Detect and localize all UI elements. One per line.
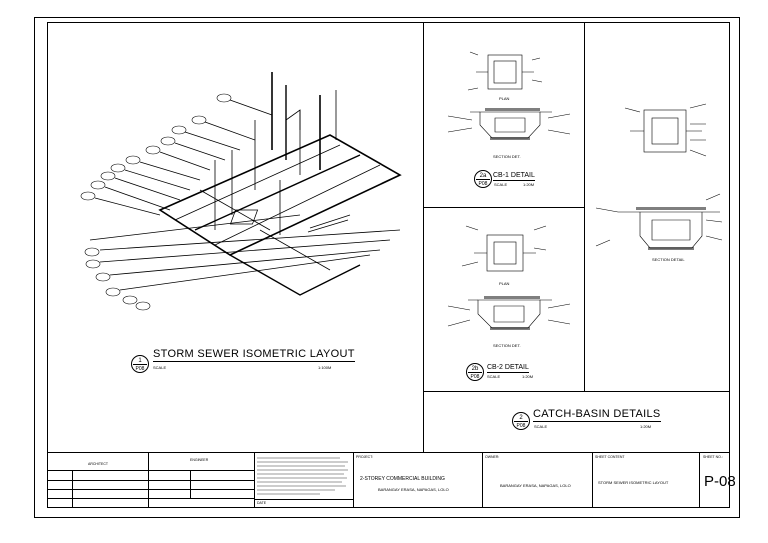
tb-divider-5 [592, 452, 593, 508]
tb-date-row [254, 499, 353, 500]
catch-scale-label: SCALE [534, 424, 548, 429]
drawing-2a-bubble: 2a P08 [474, 170, 492, 188]
date-label: DATE [257, 501, 267, 505]
isometric-scale-value: 1:100M [318, 365, 332, 370]
tb-divider-2 [254, 452, 255, 508]
divider-catch-title [423, 391, 730, 392]
drawing-number: 2b [471, 366, 479, 372]
tb-divider-3 [353, 452, 354, 508]
tb-row-2 [47, 480, 254, 481]
isometric-scale-label: SCALE [153, 365, 167, 370]
divider-details [584, 22, 585, 391]
tb-divider-4 [482, 452, 483, 508]
catch-scale-value: 1:20M [640, 424, 652, 429]
owner-label: OWNER: [485, 455, 500, 459]
project-location: BARANGAY ERASA, NAPAGAS, LOLO [378, 487, 449, 492]
cb2-plan-label: PLAN [499, 281, 510, 286]
architect-label: ARCHITECT [88, 462, 109, 466]
cb1-title: CB-1 DETAIL [493, 172, 535, 181]
sheet-reference: P08 [516, 423, 526, 429]
cb2-scale-value: 1:20M [522, 374, 534, 379]
divider-main [423, 22, 424, 452]
drawing-number: 2 [519, 415, 523, 421]
drawing-number: 2a [479, 173, 487, 179]
tb-row-1 [47, 470, 254, 471]
sheet-content-value: STORM SEWER ISOMETRIC LAYOUT [598, 480, 669, 485]
divider-cb [423, 207, 584, 208]
sheet-reference: P08 [478, 181, 488, 187]
sheet-no-label: SHEET NO.: [703, 455, 723, 459]
owner-location: BARANGAY ERASA, NAPAGAS, LOLO [500, 483, 571, 488]
cb2-section-label: SECTION DET. [493, 343, 521, 348]
drawing-2b-bubble: 2b P08 [466, 363, 484, 381]
tb-divider-6 [699, 452, 700, 508]
catch-basin-title: CATCH-BASIN DETAILS [533, 408, 661, 422]
section-detail-label: SECTION DETAIL [652, 257, 685, 262]
cb1-section-label: SECTION DET. [493, 154, 521, 159]
cb1-plan-label: PLAN [499, 96, 510, 101]
tb-subcol-2 [190, 470, 191, 498]
drawing-2-bubble: 2 P08 [512, 412, 530, 430]
cb1-scale-value: 1:20M [523, 182, 535, 187]
engineer-label: ENGINEER [190, 458, 209, 462]
drawing-sheet-outer-border [34, 17, 740, 518]
sheet-number: P-08 [704, 473, 736, 490]
cb2-scale-label: SCALE [487, 374, 501, 379]
drawing-sheet-inner-border [47, 22, 730, 508]
tb-row-3 [47, 489, 254, 490]
cb2-title: CB-2 DETAIL [487, 364, 529, 373]
sheet-reference: P08 [135, 366, 145, 372]
drawing-1-bubble: 1 P08 [131, 355, 149, 373]
title-block-top-line [47, 452, 730, 453]
project-name: 2-STOREY COMMERCIAL BUILDING [360, 476, 445, 482]
sheet-reference: P08 [470, 374, 480, 380]
cb1-scale-label: SCALE [494, 182, 508, 187]
tb-row-4 [47, 498, 254, 499]
sheet-content-label: SHEET CONTENT [595, 455, 625, 459]
drawing-number: 1 [138, 358, 142, 364]
tb-subcol-1 [72, 470, 73, 508]
isometric-title: STORM SEWER ISOMETRIC LAYOUT [153, 348, 355, 362]
project-label: PROJECT: [356, 455, 373, 459]
